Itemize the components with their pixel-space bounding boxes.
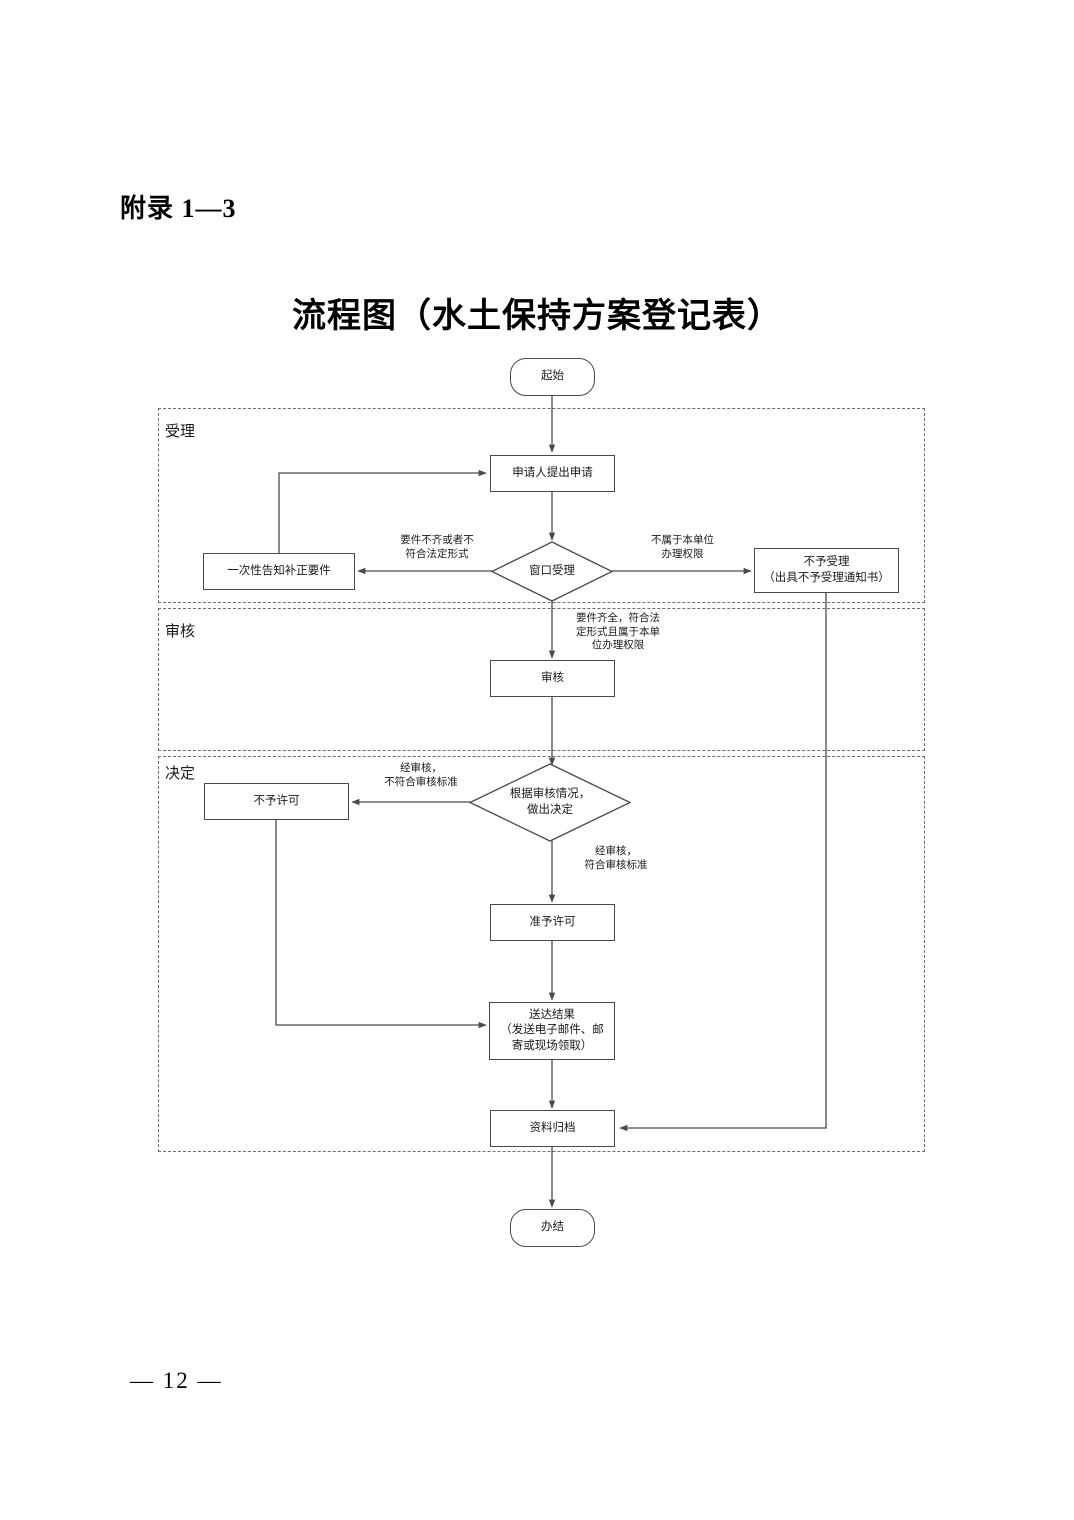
node-permit[interactable]: 准予许可 — [490, 904, 615, 941]
node-deliver-result[interactable]: 送达结果 （发送电子邮件、邮 寄或现场领取） — [489, 1002, 615, 1060]
node-no-permit[interactable]: 不予许可 — [204, 783, 349, 820]
node-window[interactable]: 窗口受理 — [492, 542, 612, 601]
lane-title-decision: 决定 — [165, 765, 196, 782]
node-decide[interactable]: 根据审核情况， 做出决定 — [470, 764, 630, 841]
appendix-label: 附录 1—3 — [120, 194, 237, 223]
lane-title-acceptance: 受理 — [165, 423, 196, 440]
edge-label-not-our-authority: 不属于本单位 办理权限 — [651, 534, 714, 560]
node-apply[interactable]: 申请人提出申请 — [490, 455, 615, 492]
lane-decision — [158, 756, 925, 1152]
node-decide-label: 根据审核情况， 做出决定 — [509, 787, 591, 816]
node-window-label: 窗口受理 — [529, 564, 575, 577]
lane-acceptance — [158, 408, 925, 603]
lane-review — [158, 608, 925, 751]
page-title: 流程图（水土保持方案登记表） — [292, 298, 782, 335]
edge-label-requirements-incomplete: 要件不齐或者不 符合法定形式 — [400, 534, 474, 560]
node-end[interactable]: 办结 — [510, 1209, 595, 1247]
node-notify-fix[interactable]: 一次性告知补正要件 — [203, 553, 355, 590]
node-review[interactable]: 审核 — [490, 660, 615, 697]
lane-title-review: 审核 — [165, 623, 196, 640]
node-reject-acceptance[interactable]: 不予受理 （出具不予受理通知书） — [754, 548, 899, 593]
edge-label-requirements-complete: 要件齐全，符合法 定形式且属于本单 位办理权限 — [576, 612, 660, 652]
page-number: — 12 — — [130, 1368, 223, 1393]
edge-label-fails-review-standard: 经审核， 不符合审核标准 — [384, 762, 458, 788]
edge-label-meets-review-standard: 经审核， 符合审核标准 — [584, 845, 648, 871]
node-archive[interactable]: 资料归档 — [490, 1110, 615, 1147]
node-start[interactable]: 起始 — [510, 358, 595, 396]
